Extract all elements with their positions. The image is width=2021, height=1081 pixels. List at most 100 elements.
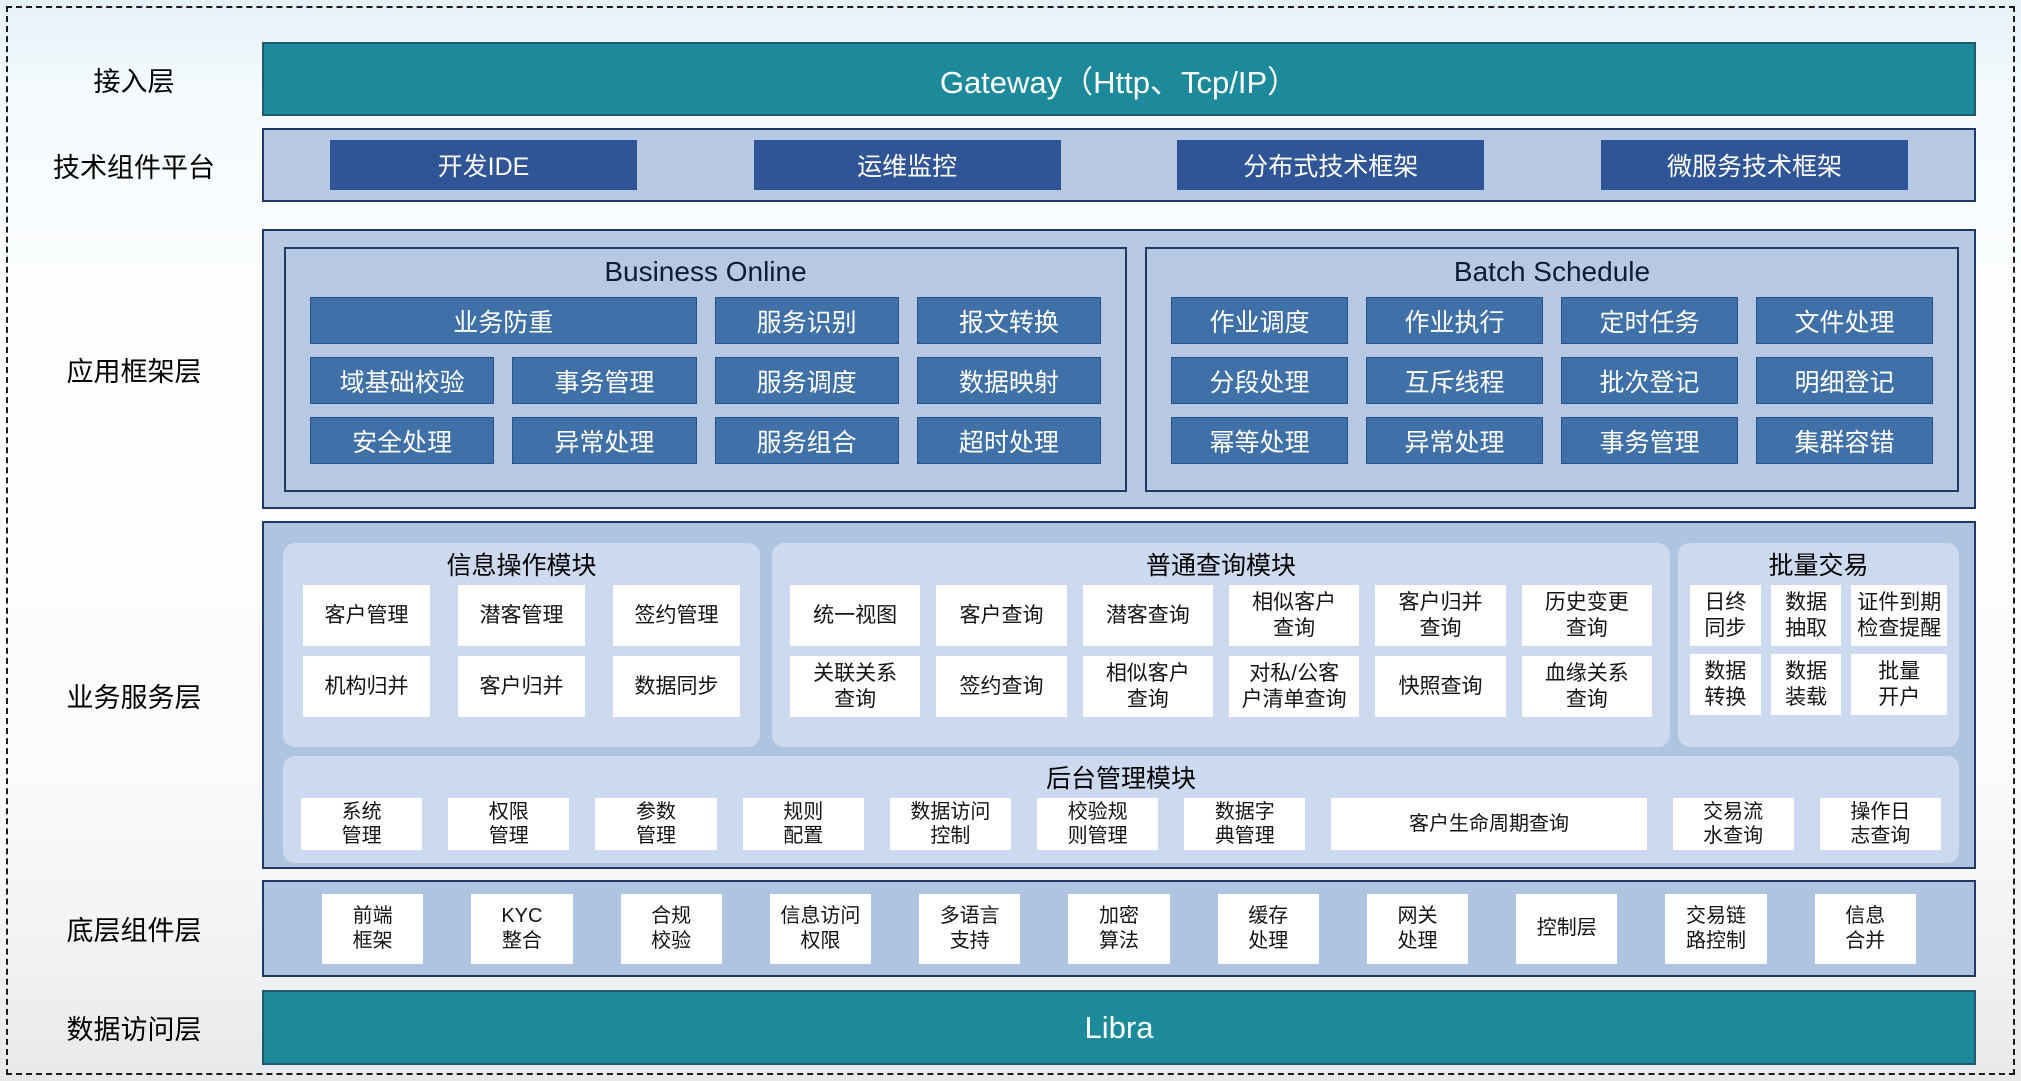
batch-trade-module: 批量交易 日终 同步数据 抽取证件到期 检查提醒数据 转换数据 装载批量 开户 — [1678, 543, 1959, 747]
admin-module-box: 客户生命周期查询 — [1331, 798, 1647, 850]
admin-module-title: 后台管理模块 — [1045, 765, 1196, 793]
admin-module-box: 交易流 水查询 — [1672, 798, 1794, 850]
admin-module-box: 校验规 则管理 — [1037, 798, 1159, 850]
layer-label-tech-platform: 技术组件平台 — [53, 152, 215, 183]
batch-trade-box: 数据 抽取 — [1770, 585, 1842, 646]
app-framework-container: Business Online 业务防重服务识别报文转换域基础校验事务管理服务调… — [262, 229, 1976, 509]
gateway-bar: Gateway（Http、Tcp/IP） — [262, 42, 1976, 116]
business-online-box: 服务识别 — [714, 297, 899, 344]
business-online-box: 服务调度 — [714, 357, 899, 404]
common-query-box: 客户查询 — [936, 585, 1067, 646]
business-online-box: 服务组合 — [714, 417, 899, 464]
batch-schedule-box: 幂等处理 — [1171, 417, 1348, 464]
base-component-box: 加密 算法 — [1068, 893, 1170, 964]
batch-schedule-box: 集群容错 — [1756, 417, 1933, 464]
business-online-title: Business Online — [604, 256, 807, 287]
admin-module-box: 规则 配置 — [742, 798, 864, 850]
batch-trade-module-title: 批量交易 — [1768, 552, 1869, 580]
info-operation-module-title: 信息操作模块 — [446, 552, 597, 580]
libra-bar: Libra — [262, 990, 1976, 1065]
batch-schedule-panel: Batch Schedule 作业调度作业执行定时任务文件处理分段处理互斥线程批… — [1145, 247, 1959, 492]
admin-module-box: 参数 管理 — [595, 798, 717, 850]
tech-platform-container: 开发IDE 运维监控 分布式技术框架 微服务技术框架 — [262, 128, 1976, 202]
business-online-box: 异常处理 — [512, 417, 697, 464]
base-component-box: 前端 框架 — [322, 893, 424, 964]
batch-schedule-box: 定时任务 — [1561, 297, 1738, 344]
info-operation-grid: 客户管理潜客管理签约管理机构归并客户归并数据同步 — [283, 585, 760, 717]
base-component-box: 信息 合并 — [1814, 893, 1916, 964]
business-online-panel: Business Online 业务防重服务识别报文转换域基础校验事务管理服务调… — [284, 247, 1127, 492]
tech-platform-box: 分布式技术框架 — [1177, 140, 1485, 190]
base-component-box: 交易链 路控制 — [1665, 893, 1767, 964]
admin-module-box: 系统 管理 — [301, 798, 423, 850]
base-component-box: 信息访问 权限 — [769, 893, 872, 964]
tech-platform-box: 运维监控 — [753, 140, 1061, 190]
base-component-box: 控制层 — [1516, 893, 1618, 964]
common-query-box: 历史变更 查询 — [1521, 585, 1652, 646]
info-operation-box: 潜客管理 — [458, 585, 585, 646]
admin-module-box: 权限 管理 — [448, 798, 570, 850]
batch-schedule-box: 事务管理 — [1561, 417, 1738, 464]
base-component-box: 缓存 处理 — [1217, 893, 1319, 964]
batch-trade-box: 日终 同步 — [1690, 585, 1761, 646]
common-query-box: 潜客查询 — [1082, 585, 1213, 646]
common-query-box: 对私/公客 户清单查询 — [1228, 656, 1360, 717]
info-operation-module: 信息操作模块 客户管理潜客管理签约管理机构归并客户归并数据同步 — [283, 543, 760, 747]
info-operation-box: 客户管理 — [303, 585, 430, 646]
business-online-grid: 业务防重服务识别报文转换域基础校验事务管理服务调度数据映射安全处理异常处理服务组… — [286, 295, 1125, 464]
common-query-box: 客户归并 查询 — [1375, 585, 1506, 646]
base-component-box: 多语言 支持 — [919, 893, 1021, 964]
batch-schedule-box: 作业调度 — [1171, 297, 1348, 344]
batch-schedule-box: 互斥线程 — [1366, 357, 1543, 404]
common-query-box: 相似客户 查询 — [1082, 656, 1213, 717]
business-online-box: 业务防重 — [310, 297, 697, 344]
common-query-grid: 统一视图客户查询潜客查询相似客户 查询客户归并 查询历史变更 查询关联关系 查询… — [772, 585, 1670, 717]
info-operation-box: 签约管理 — [613, 585, 740, 646]
batch-trade-box: 数据 装载 — [1770, 654, 1842, 715]
common-query-box: 相似客户 查询 — [1228, 585, 1360, 646]
info-operation-box: 数据同步 — [613, 656, 740, 717]
common-query-box: 统一视图 — [790, 585, 921, 646]
common-query-module: 普通查询模块 统一视图客户查询潜客查询相似客户 查询客户归并 查询历史变更 查询… — [772, 543, 1670, 747]
common-query-box: 关联关系 查询 — [790, 656, 921, 717]
admin-module-box: 操作日 志查询 — [1819, 798, 1941, 850]
business-services-container: 信息操作模块 客户管理潜客管理签约管理机构归并客户归并数据同步 普通查询模块 统… — [262, 521, 1976, 869]
tech-platform-box: 微服务技术框架 — [1600, 140, 1908, 190]
admin-module-box: 数据访问 控制 — [889, 798, 1012, 850]
batch-trade-box: 批量 开户 — [1851, 654, 1947, 715]
layer-label-access: 接入层 — [93, 66, 175, 97]
batch-trade-box: 证件到期 检查提醒 — [1851, 585, 1947, 646]
info-operation-box: 客户归并 — [458, 656, 585, 717]
business-online-box: 报文转换 — [916, 297, 1101, 344]
layer-label-app-framework: 应用框架层 — [66, 356, 202, 387]
admin-module-box: 数据字 典管理 — [1184, 798, 1306, 850]
batch-schedule-box: 分段处理 — [1171, 357, 1348, 404]
batch-schedule-box: 批次登记 — [1561, 357, 1738, 404]
common-query-box: 血缘关系 查询 — [1521, 656, 1652, 717]
batch-trade-box: 数据 转换 — [1690, 654, 1761, 715]
business-online-box: 安全处理 — [310, 417, 495, 464]
admin-module-row: 系统 管理权限 管理参数 管理规则 配置数据访问 控制校验规 则管理数据字 典管… — [283, 798, 1959, 850]
info-operation-box: 机构归并 — [303, 656, 430, 717]
batch-trade-grid: 日终 同步数据 抽取证件到期 检查提醒数据 转换数据 装载批量 开户 — [1678, 585, 1959, 715]
batch-schedule-grid: 作业调度作业执行定时任务文件处理分段处理互斥线程批次登记明细登记幂等处理异常处理… — [1147, 295, 1957, 464]
batch-schedule-box: 作业执行 — [1366, 297, 1543, 344]
batch-schedule-box: 明细登记 — [1756, 357, 1933, 404]
business-online-box: 超时处理 — [916, 417, 1101, 464]
layer-label-data-access: 数据访问层 — [66, 1015, 202, 1045]
business-online-box: 事务管理 — [512, 357, 697, 404]
tech-platform-box: 开发IDE — [330, 140, 637, 190]
base-component-box: 网关 处理 — [1366, 893, 1469, 964]
layer-label-business-services: 业务服务层 — [66, 682, 202, 713]
common-query-box: 签约查询 — [936, 656, 1067, 717]
batch-schedule-box: 异常处理 — [1366, 417, 1543, 464]
common-query-module-title: 普通查询模块 — [1145, 552, 1296, 580]
base-component-box: KYC 整合 — [471, 893, 573, 964]
batch-schedule-title: Batch Schedule — [1453, 256, 1651, 287]
batch-schedule-box: 文件处理 — [1756, 297, 1933, 344]
business-online-box: 域基础校验 — [310, 357, 495, 404]
layer-label-base-components: 底层组件层 — [66, 916, 202, 946]
business-online-box: 数据映射 — [916, 357, 1101, 404]
